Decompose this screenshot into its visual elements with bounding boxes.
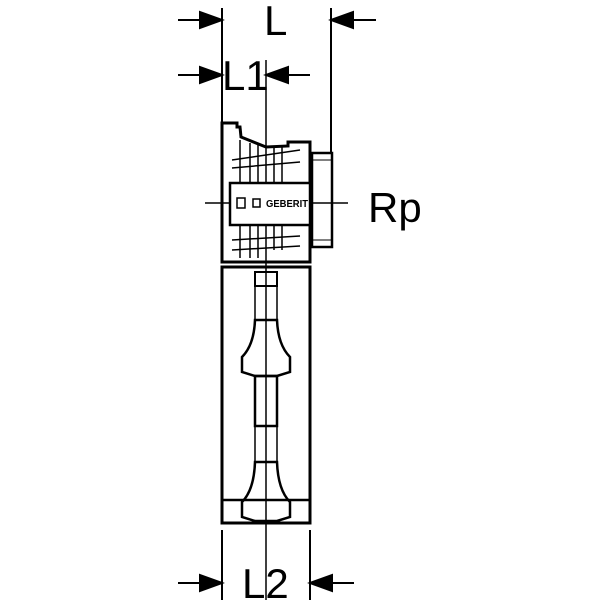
dimension-label-l2: L2: [242, 560, 289, 600]
dimension-label-rp: Rp: [368, 184, 422, 231]
arrow-icon: [199, 10, 225, 30]
arrow-icon: [328, 10, 354, 30]
brand-mark: GEBERIT: [266, 199, 308, 210]
arrow-icon: [199, 65, 225, 85]
ribs: [231, 140, 301, 258]
arrow-icon: [199, 573, 225, 593]
arrow-icon: [307, 573, 333, 593]
arrow-icon: [263, 65, 289, 85]
lower-body: [220, 265, 312, 525]
dimension-label-l1: L1: [222, 52, 269, 99]
dimension-label-l: L: [264, 0, 287, 44]
upper-body: [220, 121, 334, 264]
